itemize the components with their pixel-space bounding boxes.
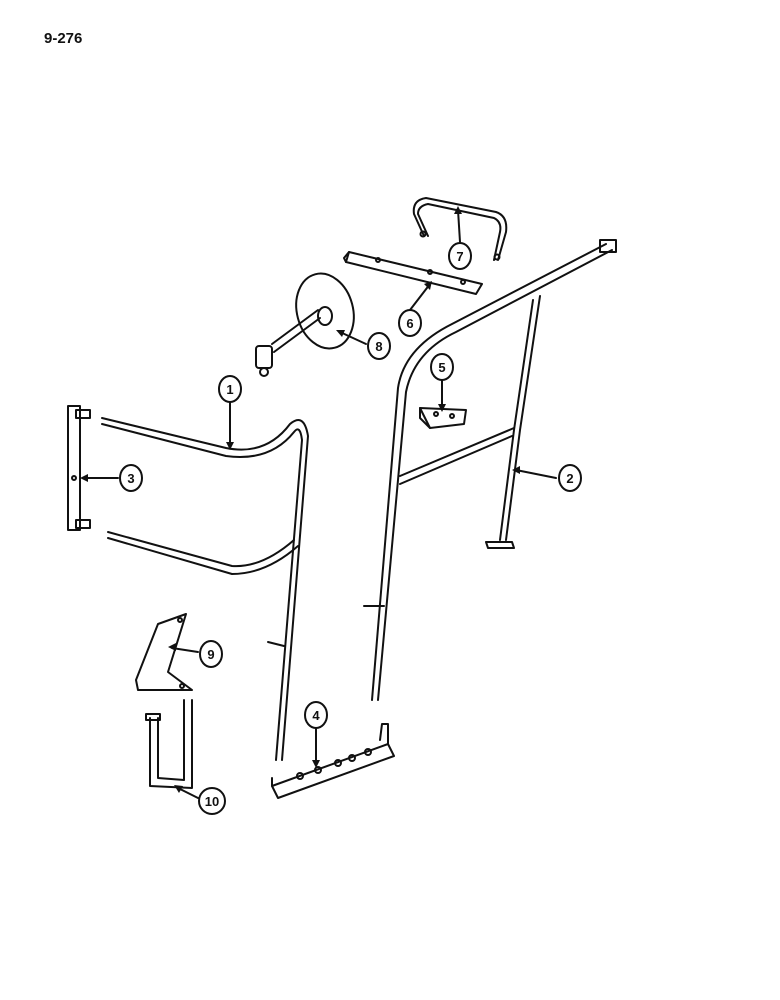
callout-8: 8 <box>367 332 391 360</box>
callout-8-label: 8 <box>375 339 382 354</box>
callout-10-label: 10 <box>205 794 219 809</box>
part-10-bracket <box>145 699 193 789</box>
part-6-plate <box>343 251 483 295</box>
callout-7-label: 7 <box>456 249 463 264</box>
callouts: 1 2 3 4 5 6 7 8 <box>119 242 582 815</box>
part-1-door-frame <box>101 417 309 761</box>
part-3-hinge-bar <box>67 405 91 531</box>
part-8-mirror <box>255 272 355 377</box>
part-5-bracket <box>419 407 467 429</box>
callout-10: 10 <box>198 787 226 815</box>
part-4-base-rail <box>271 723 395 799</box>
callout-5: 5 <box>430 353 454 381</box>
callout-2-label: 2 <box>566 471 573 486</box>
part-9-support <box>135 613 193 691</box>
part-2-main-frame <box>363 239 617 701</box>
part-7-handle <box>412 197 508 261</box>
page-number: 9-276 <box>44 30 83 47</box>
callout-9: 9 <box>199 640 223 668</box>
callout-1: 1 <box>218 375 242 403</box>
callout-5-label: 5 <box>438 360 445 375</box>
callout-4: 4 <box>304 701 328 729</box>
callout-7: 7 <box>448 242 472 270</box>
callout-3-label: 3 <box>127 471 134 486</box>
callout-2: 2 <box>558 464 582 492</box>
callout-6-label: 6 <box>406 316 413 331</box>
callout-1-label: 1 <box>226 382 233 397</box>
callout-9-label: 9 <box>207 647 214 662</box>
callout-3: 3 <box>119 464 143 492</box>
callout-6: 6 <box>398 309 422 337</box>
callout-4-label: 4 <box>312 708 320 723</box>
